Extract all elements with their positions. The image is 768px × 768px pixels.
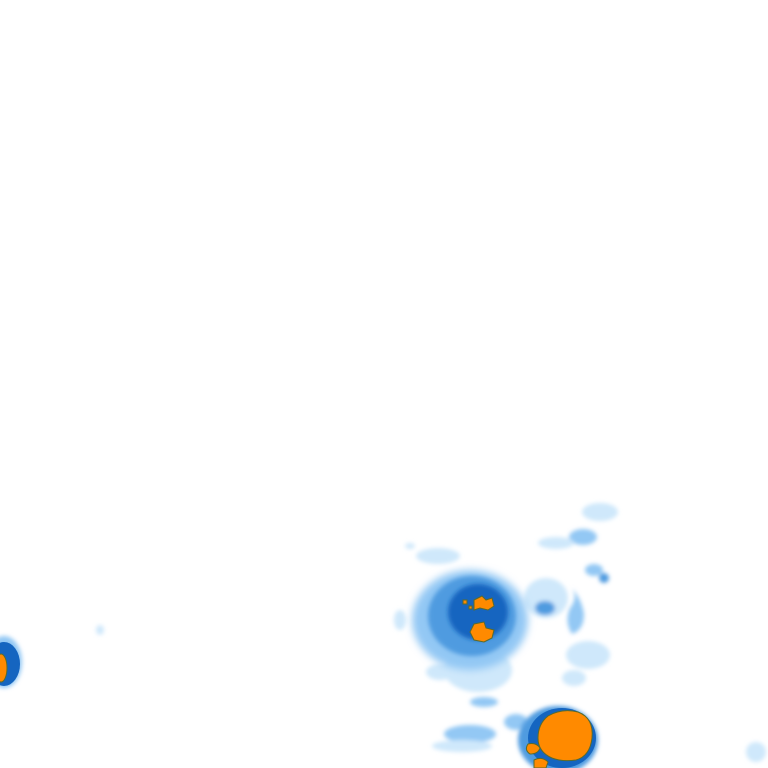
south-intense-tail	[525, 743, 541, 755]
precip-patch	[470, 697, 498, 707]
south-intense-tail	[533, 757, 549, 768]
west-edge-cell[interactable]	[0, 636, 22, 688]
precip-patch	[566, 641, 610, 669]
precip-patch	[416, 548, 460, 564]
storm-intense-core	[469, 621, 495, 643]
storm-intense-fleck	[468, 605, 473, 610]
precip-patch	[405, 543, 415, 549]
precip-patch	[394, 610, 406, 630]
precip-patch	[582, 503, 618, 521]
south-large-cell[interactable]	[518, 706, 598, 768]
precip-patch	[535, 601, 555, 615]
central-storm-cell[interactable]	[412, 570, 528, 670]
storm-heavy-core	[448, 584, 508, 640]
precip-patch	[562, 670, 586, 686]
south-intense-core	[537, 710, 593, 762]
precip-patch	[567, 588, 584, 634]
precip-patch	[585, 564, 603, 576]
precip-patch	[432, 740, 492, 752]
precip-patch	[96, 625, 104, 635]
west-intense-core	[0, 653, 8, 683]
storm-intense-core	[473, 595, 495, 611]
precip-patch	[444, 725, 496, 743]
precip-patch	[746, 742, 766, 762]
precip-patch	[538, 537, 574, 549]
storm-intense-fleck	[462, 599, 468, 605]
precip-patch	[599, 573, 609, 583]
precip-patch	[426, 664, 454, 680]
precip-patch	[569, 529, 597, 545]
